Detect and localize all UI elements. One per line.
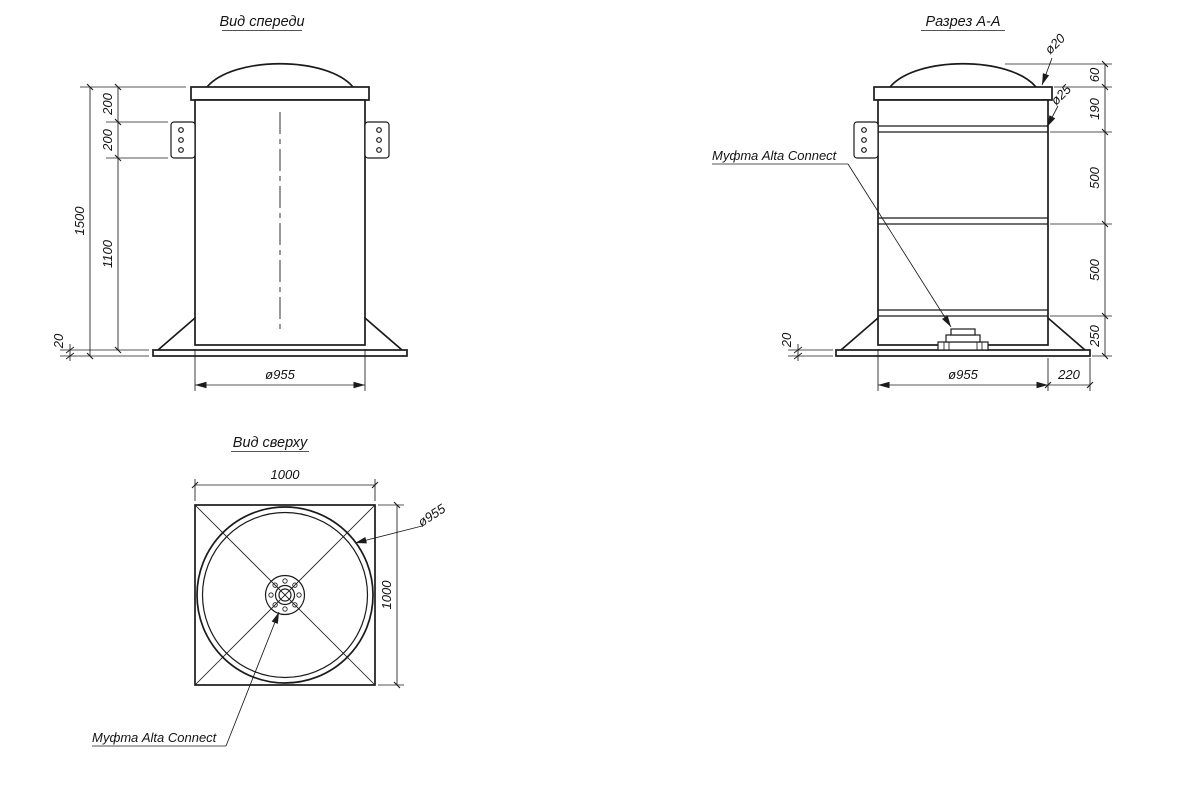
top-view-title: Вид сверху [233,435,308,451]
front-view: Вид спереди [51,14,408,391]
front-dimensions: 200 200 1100 1500 20 ø955 [51,83,366,391]
dim-front-diameter-955: ø955 [265,367,295,382]
front-dome [206,62,354,88]
dim-front-1500: 1500 [72,206,87,236]
section-tank-body [877,99,1049,346]
section-lid [873,86,1053,101]
section-skirt-right [1047,317,1086,351]
dim-top-diameter-955: ø955 [415,500,449,529]
dim-section-diameter-955: ø955 [948,367,978,382]
dim-section-500-upper: 500 [1087,166,1102,188]
section-skirt-left [840,317,879,351]
dim-section-250: 250 [1087,324,1102,347]
dim-front-1100: 1100 [100,239,115,268]
top-center-flange [264,574,306,616]
dim-top-1000-height: 1000 [379,580,394,610]
section-base-plate [835,349,1091,357]
dim-section-base-20: 20 [779,332,794,348]
front-skirt-left [157,317,196,351]
top-view: Вид сверху 1000 100 [92,435,449,747]
dim-section-hole-20: ø20 [1042,30,1069,57]
dim-front-200-lug: 200 [100,128,115,151]
front-lug-right [364,121,390,159]
section-coupling [937,328,989,351]
top-dimensions: 1000 1000 ø955 [191,467,449,689]
dim-section-220: 220 [1057,367,1080,382]
front-view-title: Вид спереди [219,14,304,30]
front-base-plate [152,349,408,357]
front-lug-left [170,121,196,159]
section-internal-ribs [878,125,1048,317]
dim-section-190: 190 [1087,97,1102,119]
top-tank-inner-circle [201,511,369,679]
top-coupling-label: Муфта Alta Connect [92,730,218,745]
front-lid [190,86,370,101]
section-view: Разрез А-А [712,14,1112,391]
section-dimensions-bottom: 20 ø955 220 [779,332,1094,391]
dim-front-200-upper: 200 [100,92,115,115]
section-dimensions-right: 60 190 500 500 250 [1005,60,1112,360]
section-coupling-label: Муфта Alta Connect [712,148,838,163]
front-skirt-right [364,317,403,351]
dim-section-hole-25: ø25 [1048,81,1075,108]
section-lug-left [853,121,879,159]
dim-section-500-lower: 500 [1087,258,1102,280]
dim-section-60: 60 [1087,67,1102,82]
dim-front-base-20: 20 [51,333,66,349]
top-tank-outer-circle [196,506,374,684]
section-view-title: Разрез А-А [925,14,1000,30]
top-base-square [194,504,376,686]
top-coupling-callout: Муфта Alta Connect [92,611,280,747]
section-dome [889,62,1037,88]
top-diagonal-2 [194,504,376,686]
section-coupling-callout: Муфта Alta Connect [712,148,952,328]
dim-top-1000-width: 1000 [271,467,301,482]
